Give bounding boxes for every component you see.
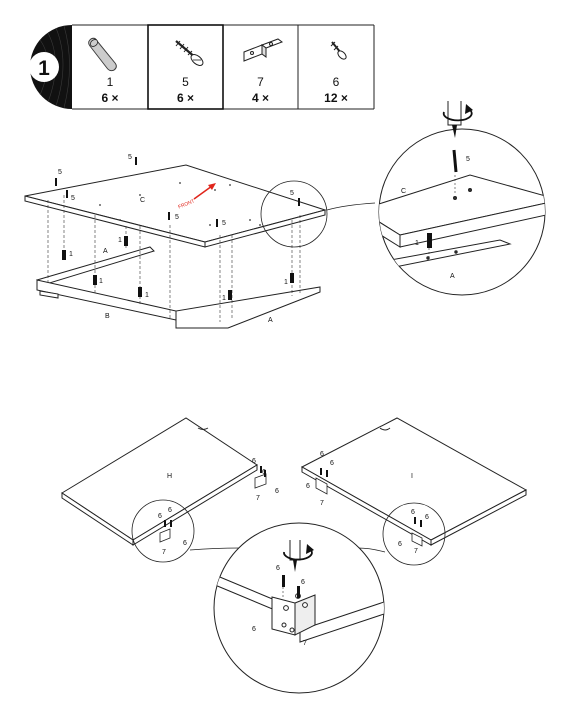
callout-5: 5 — [71, 195, 75, 202]
detail-marker — [260, 180, 328, 248]
rail-b-label: B — [105, 313, 110, 320]
callout-5: 5 — [290, 190, 294, 197]
zoom-screw-label: 6 — [301, 579, 305, 586]
callout-1: 1 — [69, 251, 73, 258]
bracket-icon — [243, 38, 284, 62]
rail-a-front — [175, 286, 321, 329]
assembly-a-diagram: FRONT C A A B 5 5 5 5 5 5 1 1 1 1 1 1 — [24, 101, 546, 329]
callout-6: 6 — [168, 507, 172, 514]
dowel-marker — [62, 250, 66, 260]
part-quantity: 4 × — [251, 91, 269, 105]
callout-6: 6 — [425, 514, 429, 521]
part-cell-7: 7 4 × — [223, 25, 298, 109]
part-cell-1: 1 6 × — [72, 25, 148, 109]
zoom-bracket-label: 7 — [303, 640, 307, 647]
callout-7: 7 — [162, 549, 166, 556]
callout-7: 7 — [320, 500, 324, 507]
part-number: 7 — [257, 75, 264, 89]
panel-i-label: I — [411, 473, 413, 480]
zoom-detail-a: C A 5 1 — [378, 101, 546, 296]
callout-1: 1 — [284, 279, 288, 286]
zoom-rail-label: A — [450, 273, 455, 280]
callout-7: 7 — [256, 495, 260, 502]
callout-1: 1 — [99, 278, 103, 285]
callout-6: 6 — [330, 460, 334, 467]
step-number-circle — [29, 52, 59, 82]
callout-5: 5 — [175, 214, 179, 221]
part-number: 5 — [182, 75, 189, 89]
zoom-panel-label: C — [401, 188, 406, 195]
part-quantity: 6 × — [176, 91, 194, 105]
zoom-screw-label: 5 — [466, 156, 470, 163]
screw-icon — [175, 40, 204, 66]
part-cell-5: 5 6 × — [148, 25, 223, 109]
highlighted-part-cell — [147, 24, 224, 110]
callout-6: 6 — [306, 483, 310, 490]
panel-c — [24, 164, 327, 243]
zoom-detail-b: 6 6 6 7 — [213, 522, 385, 694]
rail-a-left-label: A — [103, 248, 108, 255]
step-number: 1 — [38, 57, 50, 80]
callout-5: 5 — [222, 220, 226, 227]
callout-6: 6 — [398, 541, 402, 548]
part-number: 6 — [332, 75, 340, 89]
rail-a-front-label: A — [268, 317, 273, 324]
callout-1: 1 — [222, 295, 226, 302]
callout-6: 6 — [411, 509, 415, 516]
panel-h-label: H — [167, 473, 172, 480]
part-quantity: 12 × — [324, 91, 348, 105]
callout-7: 7 — [414, 548, 418, 555]
callout-6: 6 — [320, 451, 324, 458]
callout-6: 6 — [252, 458, 256, 465]
callout-5: 5 — [128, 154, 132, 161]
callout-1: 1 — [145, 292, 149, 299]
callout-6: 6 — [275, 488, 279, 495]
zoom-dowel-label: 1 — [415, 240, 419, 247]
callout-5: 5 — [58, 169, 62, 176]
part-quantity: 6 × — [101, 91, 119, 105]
panel-h — [61, 417, 258, 541]
dowel-icon — [88, 37, 117, 72]
parts-table: 1 — [29, 24, 375, 110]
small-screw-icon — [330, 41, 347, 60]
rotate-arrow-icon — [442, 109, 473, 122]
callout-6: 6 — [262, 469, 266, 476]
zoom-screw-label: 6 — [252, 626, 256, 633]
part-cell-6: 6 12 × — [298, 25, 374, 109]
callout-6: 6 — [158, 513, 162, 520]
panel-c-label: C — [140, 197, 145, 204]
part-number: 1 — [106, 75, 114, 89]
callout-6: 6 — [183, 540, 187, 547]
callout-1: 1 — [118, 237, 122, 244]
zoom-screw-label: 6 — [276, 565, 280, 572]
assembly-b-diagram: H I 6 6 6 6 6 6 6 6 6 6 6 6 7 7 7 7 — [61, 417, 528, 694]
rotate-arrow-icon — [283, 549, 313, 561]
